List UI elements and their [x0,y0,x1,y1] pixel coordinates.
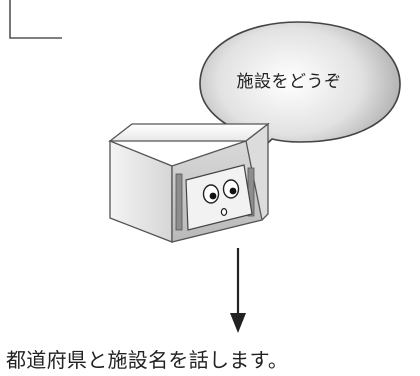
caption-text: 都道府県と施設名を話します。 [6,348,289,372]
mouth-icon [220,208,228,217]
device-screen-face [185,164,253,231]
down-arrow [230,248,246,333]
speech-bubble-text: 施設をどうぞ [236,72,342,92]
corner-bracket-line [9,0,62,39]
